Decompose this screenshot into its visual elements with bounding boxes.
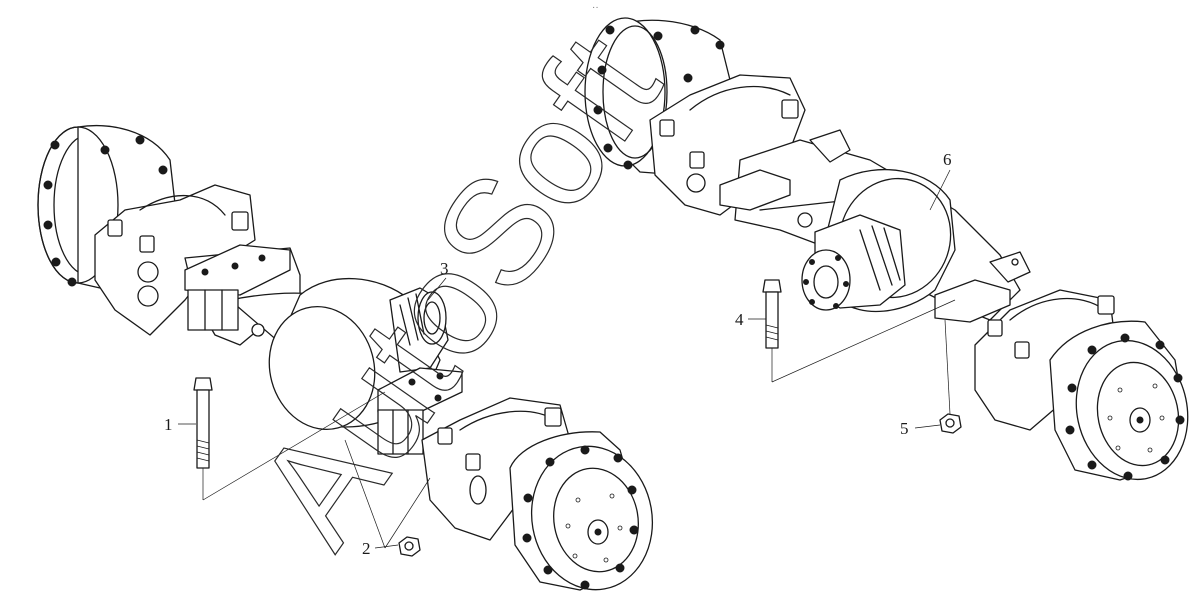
callout-labels: 1 2 3 4 5 6 xyxy=(164,150,952,558)
callout-4: 4 xyxy=(735,310,744,329)
right-axle-spring-pad-front xyxy=(934,251,1031,323)
left-axle-spring-pad-left xyxy=(184,244,291,331)
callout-5: 5 xyxy=(900,419,909,438)
callout-3: 3 xyxy=(440,259,449,278)
left-axle-spring-pad-right xyxy=(377,367,463,455)
callout-1: 1 xyxy=(164,415,173,434)
left-axle-hub-right xyxy=(509,431,654,591)
right-axle-differential-housing xyxy=(801,168,956,313)
header-mark: ·· xyxy=(592,2,599,13)
callout-6: 6 xyxy=(943,150,952,169)
nut-part-2 xyxy=(398,536,421,557)
bolt-part-1 xyxy=(193,377,213,469)
right-axle-spring-pad-back xyxy=(719,129,851,211)
left-axle-assembly xyxy=(37,124,654,591)
nut-part-5 xyxy=(939,413,962,434)
right-axle-hub-front xyxy=(1049,320,1189,481)
right-axle-assembly xyxy=(584,17,1189,481)
leader-lines xyxy=(178,169,956,549)
bolt-part-4 xyxy=(762,279,782,349)
callout-2: 2 xyxy=(362,539,371,558)
